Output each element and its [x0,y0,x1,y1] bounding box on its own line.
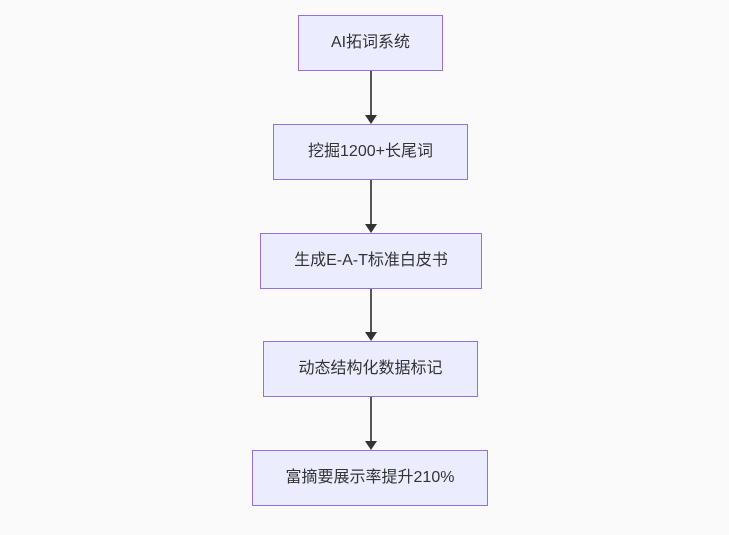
flow-node-label: 生成E-A-T标准白皮书 [294,252,448,269]
arrow-line [369,180,372,225]
arrow-line [369,71,372,116]
arrow-line [369,289,372,333]
arrow-connector-3 [364,289,377,341]
flow-node-label: 富摘要展示率提升210% [285,469,455,486]
flow-node-label: 挖掘1200+长尾词 [308,143,433,160]
flow-node-label: 动态结构化数据标记 [298,360,443,377]
flow-node-rich-snippet-rate: 富摘要展示率提升210% [252,450,488,506]
arrow-connector-2 [364,180,377,233]
arrow-head-icon [364,224,377,233]
arrow-head-icon [364,332,377,341]
flow-node-structured-data: 动态结构化数据标记 [263,341,478,397]
flow-node-eat-whitepaper: 生成E-A-T标准白皮书 [260,233,482,289]
arrow-line [369,397,372,442]
arrow-head-icon [364,441,377,450]
arrow-connector-1 [364,71,377,124]
arrow-connector-4 [364,397,377,450]
arrow-head-icon [364,115,377,124]
flow-node-ai-word-system: AI拓词系统 [298,15,443,71]
flow-node-label: AI拓词系统 [330,34,411,51]
flow-node-longtail-keywords: 挖掘1200+长尾词 [273,124,468,180]
